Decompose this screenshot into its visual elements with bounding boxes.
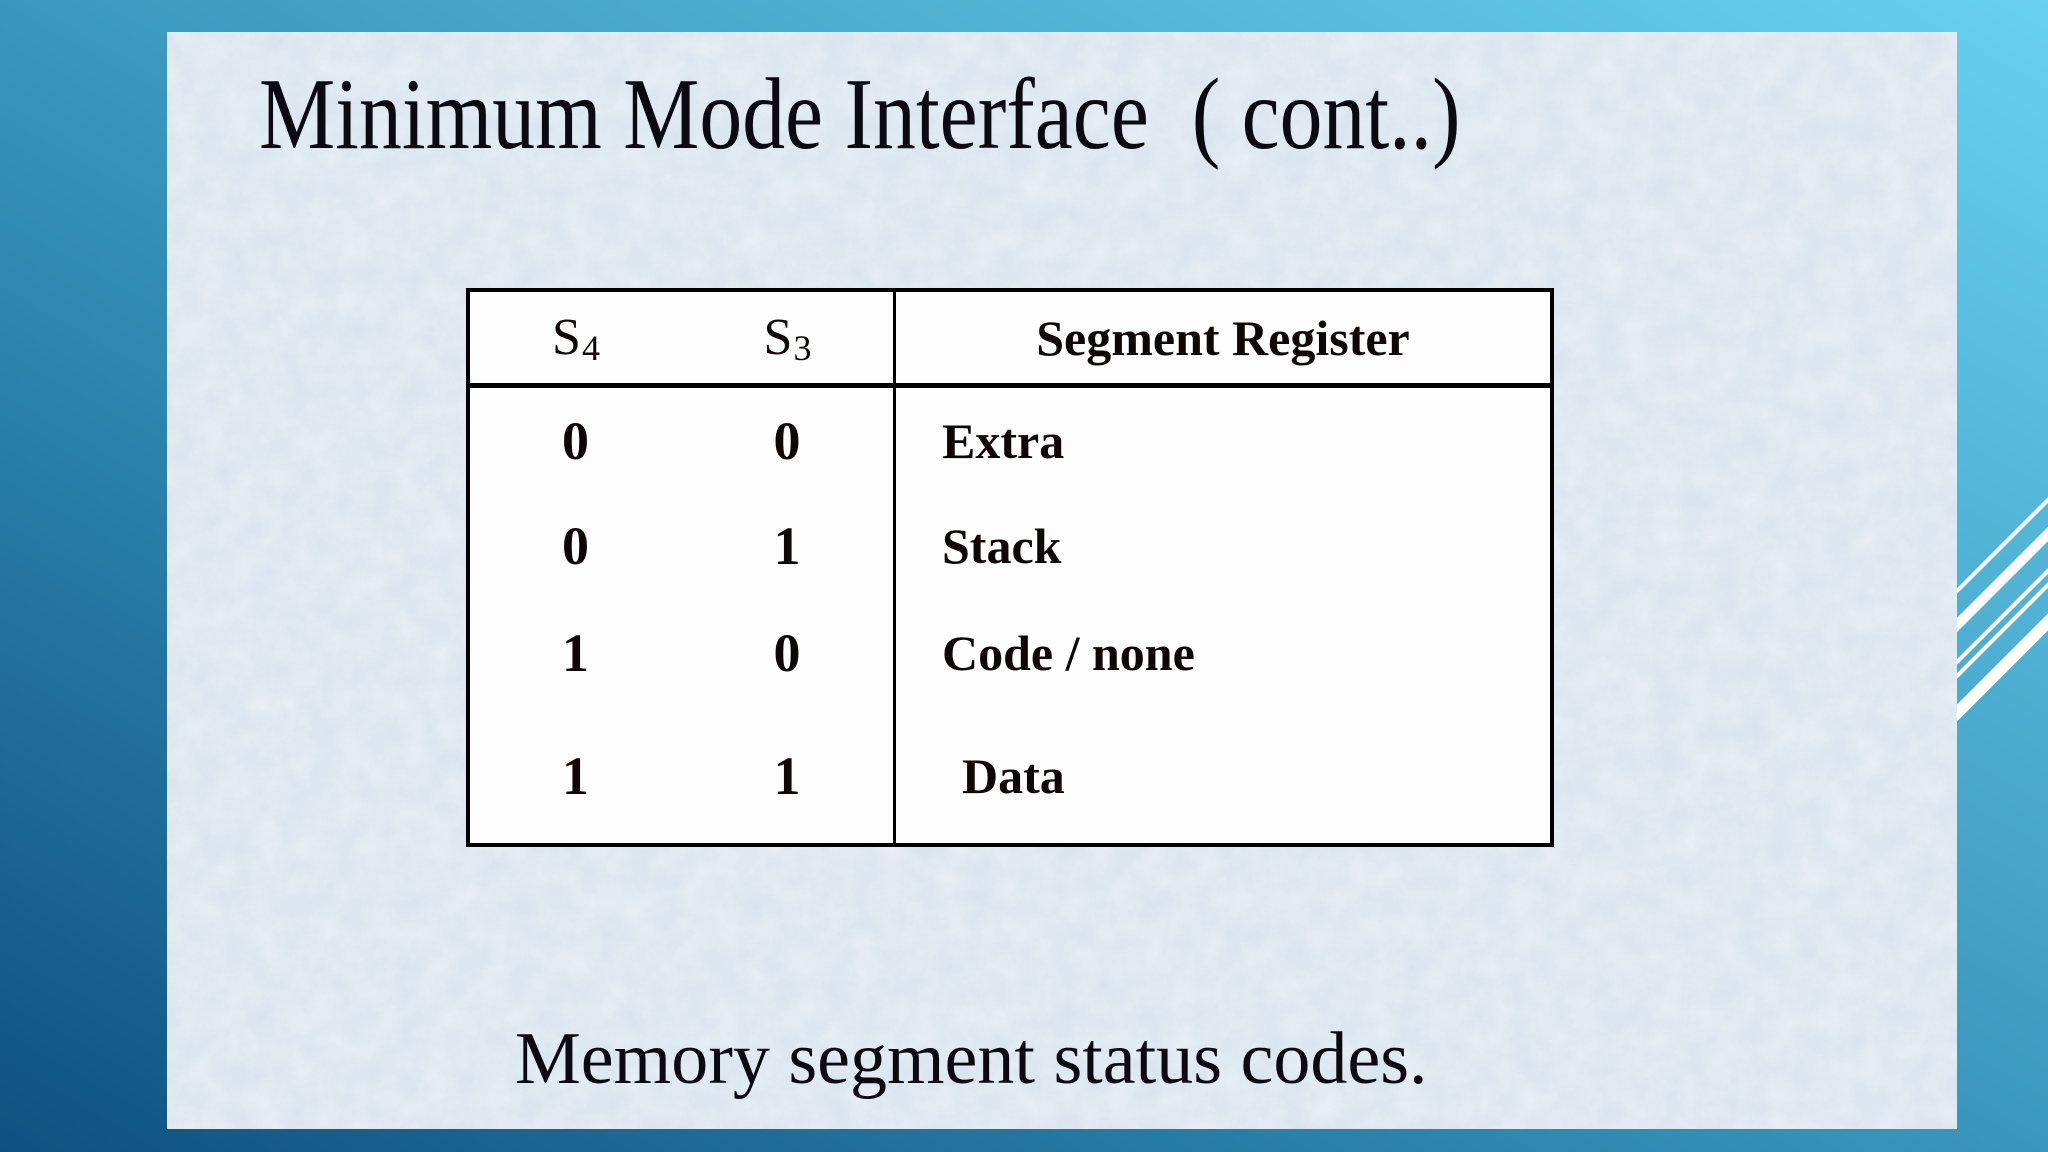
cell-s4: 1	[562, 623, 589, 683]
cell-s4: 0	[562, 411, 589, 471]
cell-segment: Code / none	[893, 597, 1550, 709]
column-header-segment-register: Segment Register	[893, 292, 1550, 388]
cell-segment: Data	[893, 709, 1550, 843]
cell-s3: 1	[773, 746, 801, 806]
header-s4-base: S	[552, 309, 581, 366]
cell-segment: Stack	[893, 494, 1550, 597]
slide-caption: Memory segment status codes.	[515, 1018, 1428, 1100]
header-s3-base: S	[763, 309, 793, 366]
cell-s3: 0	[773, 623, 801, 683]
slide-title: Minimum Mode Interface ( cont..)	[259, 58, 1461, 171]
cell-segment: Extra	[893, 388, 1550, 494]
cell-s4: 1	[562, 746, 589, 806]
cell-s4: 0	[562, 515, 589, 576]
cell-s3: 1	[773, 515, 801, 576]
cell-s3: 0	[773, 411, 801, 471]
